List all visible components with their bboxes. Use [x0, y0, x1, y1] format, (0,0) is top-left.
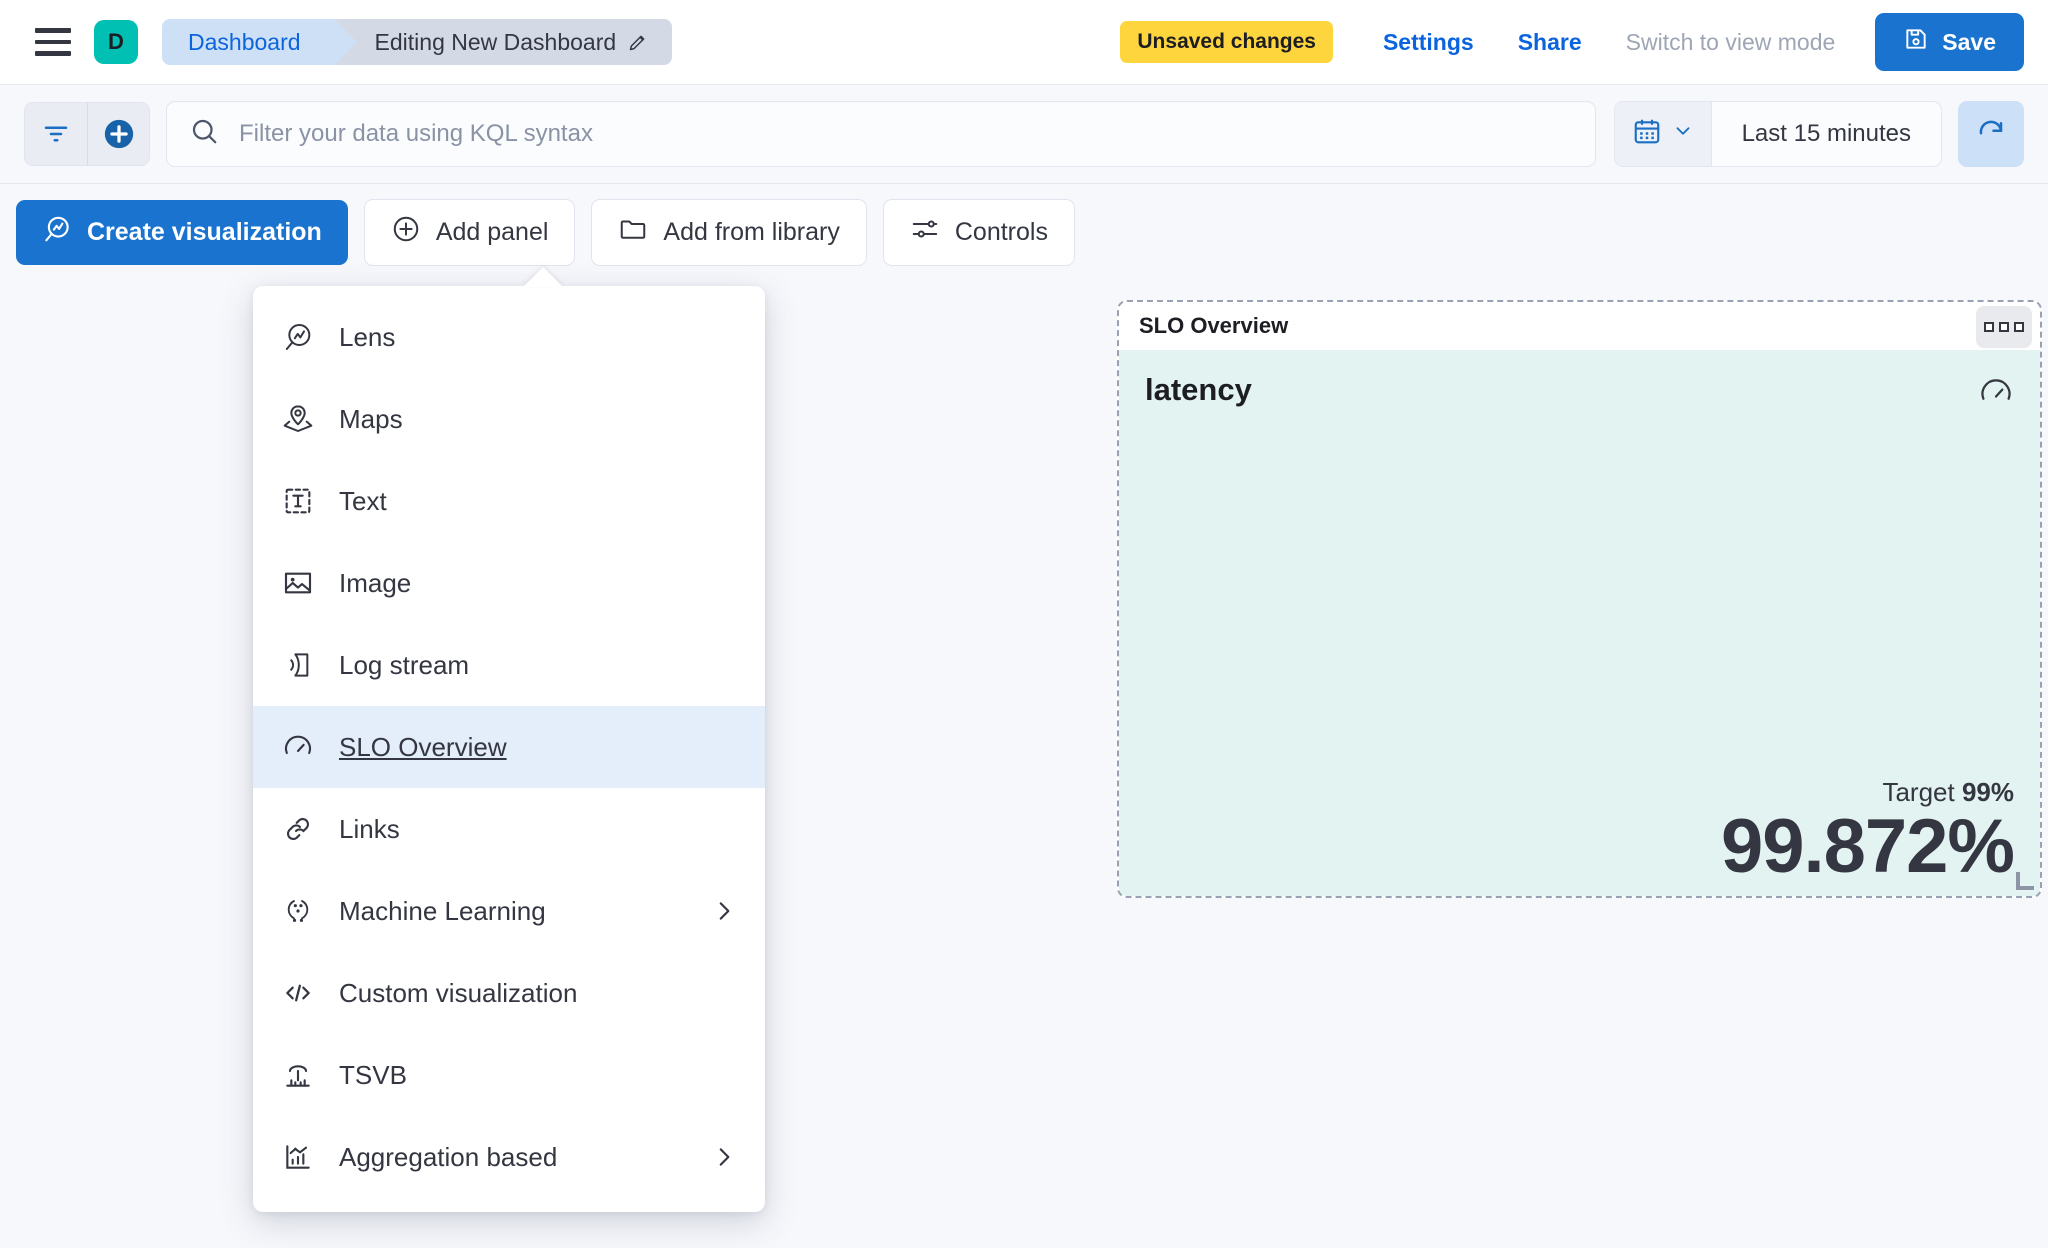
- tsvb-icon: [281, 1058, 315, 1092]
- refresh-icon: [1976, 117, 2006, 150]
- sliders-icon: [910, 214, 940, 251]
- search-input[interactable]: Filter your data using KQL syntax: [166, 100, 1596, 167]
- add-panel-button[interactable]: Add panel: [363, 198, 576, 266]
- panel-header: SLO Overview: [1119, 302, 2040, 350]
- panel-context-menu-icon[interactable]: [1976, 306, 2032, 348]
- menu-item-label: Links: [339, 813, 400, 844]
- panel-title[interactable]: SLO Overview: [1139, 313, 1289, 338]
- menu-item-machine-learning[interactable]: Machine Learning: [253, 870, 765, 952]
- add-panel-menu: Lens Maps Text Image: [253, 286, 765, 1212]
- slo-sli-value: 99.872%: [1720, 804, 2015, 890]
- menu-item-aggregation-based[interactable]: Aggregation based: [253, 1116, 765, 1198]
- save-button[interactable]: Save: [1875, 13, 2024, 71]
- menu-item-log-stream[interactable]: Log stream: [253, 624, 765, 706]
- settings-button[interactable]: Settings: [1361, 29, 1496, 56]
- lens-icon: [42, 214, 72, 251]
- date-picker: Last 15 minutes: [1613, 100, 1942, 167]
- menu-item-label: Custom visualization: [339, 977, 578, 1008]
- hamburger-menu-icon[interactable]: [30, 19, 76, 65]
- pencil-icon[interactable]: [627, 32, 648, 53]
- search-icon: [189, 116, 219, 151]
- code-icon: [281, 976, 315, 1010]
- plus-circle-outline-icon: [391, 214, 421, 251]
- edit-toolbar: Create visualization Add panel Add from …: [0, 193, 2048, 271]
- breadcrumb-item-dashboard[interactable]: Dashboard: [162, 19, 357, 65]
- switch-to-view-mode-button[interactable]: Switch to view mode: [1604, 29, 1858, 56]
- menu-item-slo-overview[interactable]: SLO Overview: [253, 706, 765, 788]
- menu-item-label: Machine Learning: [339, 895, 546, 926]
- menu-item-label: Maps: [339, 403, 403, 434]
- slo-target-label: Target: [1882, 777, 1955, 808]
- agg-chart-icon: [281, 1140, 315, 1174]
- create-visualization-button[interactable]: Create visualization: [16, 199, 348, 265]
- header-actions: Unsaved changes Settings Share Switch to…: [1120, 13, 2048, 71]
- menu-item-lens[interactable]: Lens: [253, 296, 765, 378]
- chevron-right-icon: [711, 898, 737, 924]
- save-button-label: Save: [1942, 28, 1996, 55]
- slo-footer: Target 99% 99.872%: [1720, 777, 2015, 890]
- chevron-right-icon: [711, 1144, 737, 1170]
- menu-item-tsvb[interactable]: TSVB: [253, 1034, 765, 1116]
- save-disk-icon: [1903, 26, 1929, 58]
- menu-item-label: Image: [339, 567, 412, 598]
- menu-item-label: SLO Overview: [339, 731, 507, 762]
- menu-item-text[interactable]: Text: [253, 460, 765, 542]
- calendar-icon: [1632, 116, 1662, 151]
- menu-item-label: Text: [339, 485, 387, 516]
- link-icon: [281, 812, 315, 846]
- space-avatar[interactable]: D: [94, 20, 138, 64]
- controls-button[interactable]: Controls: [882, 198, 1075, 266]
- log-stream-icon: [281, 648, 315, 682]
- lens-icon: [281, 320, 315, 354]
- controls-label: Controls: [954, 217, 1048, 246]
- refresh-button[interactable]: [1958, 100, 2024, 167]
- time-range-display[interactable]: Last 15 minutes: [1741, 119, 1911, 147]
- menu-item-image[interactable]: Image: [253, 542, 765, 624]
- breadcrumb: Dashboard Editing New Dashboard: [162, 19, 673, 65]
- menu-item-links[interactable]: Links: [253, 788, 765, 870]
- chevron-down-icon: [1672, 120, 1694, 147]
- filter-controls-group: [24, 101, 150, 166]
- menu-item-label: TSVB: [339, 1059, 407, 1090]
- create-visualization-label: Create visualization: [87, 217, 322, 246]
- resize-corner-icon[interactable]: [2016, 872, 2034, 890]
- panel-body: latency Target 99% 99.872%: [1119, 350, 2040, 896]
- ml-icon: [281, 894, 315, 928]
- dashboard-panel-slo-overview[interactable]: SLO Overview latency Target 99% 99.872%: [1117, 300, 2042, 898]
- filter-funnel-icon[interactable]: [25, 103, 87, 165]
- menu-item-maps[interactable]: Maps: [253, 378, 765, 460]
- menu-item-label: Lens: [339, 321, 396, 352]
- add-from-library-label: Add from library: [663, 217, 840, 246]
- add-filter-button[interactable]: [87, 102, 149, 165]
- add-panel-label: Add panel: [435, 217, 549, 246]
- add-from-library-button[interactable]: Add from library: [591, 198, 867, 266]
- gauge-icon: [1978, 374, 2014, 410]
- search-input-placeholder: Filter your data using KQL syntax: [239, 119, 593, 147]
- slo-target-value: 99%: [1961, 777, 2014, 808]
- text-box-icon: [281, 484, 315, 518]
- share-button[interactable]: Share: [1496, 29, 1604, 56]
- slo-target: Target 99%: [1721, 777, 2014, 808]
- date-quick-select-button[interactable]: [1614, 101, 1712, 166]
- unsaved-changes-badge[interactable]: Unsaved changes: [1120, 21, 1333, 63]
- folder-icon: [618, 214, 648, 251]
- dropdown-arrow: [523, 267, 563, 287]
- top-header-bar: D Dashboard Editing New Dashboard Unsave…: [0, 0, 2048, 84]
- breadcrumb-item-editing[interactable]: Editing New Dashboard: [334, 19, 673, 65]
- breadcrumb-editing-label: Editing New Dashboard: [374, 28, 617, 55]
- slo-name: latency: [1145, 372, 1252, 407]
- menu-item-label: Log stream: [339, 649, 470, 680]
- breadcrumb-dashboard-label: Dashboard: [188, 28, 301, 55]
- gauge-icon: [281, 730, 315, 764]
- menu-item-custom-visualization[interactable]: Custom visualization: [253, 952, 765, 1034]
- image-icon: [281, 566, 315, 600]
- query-bar: Filter your data using KQL syntax Last 1…: [0, 84, 2048, 184]
- menu-item-label: Aggregation based: [339, 1141, 558, 1172]
- map-marker-icon: [281, 402, 315, 436]
